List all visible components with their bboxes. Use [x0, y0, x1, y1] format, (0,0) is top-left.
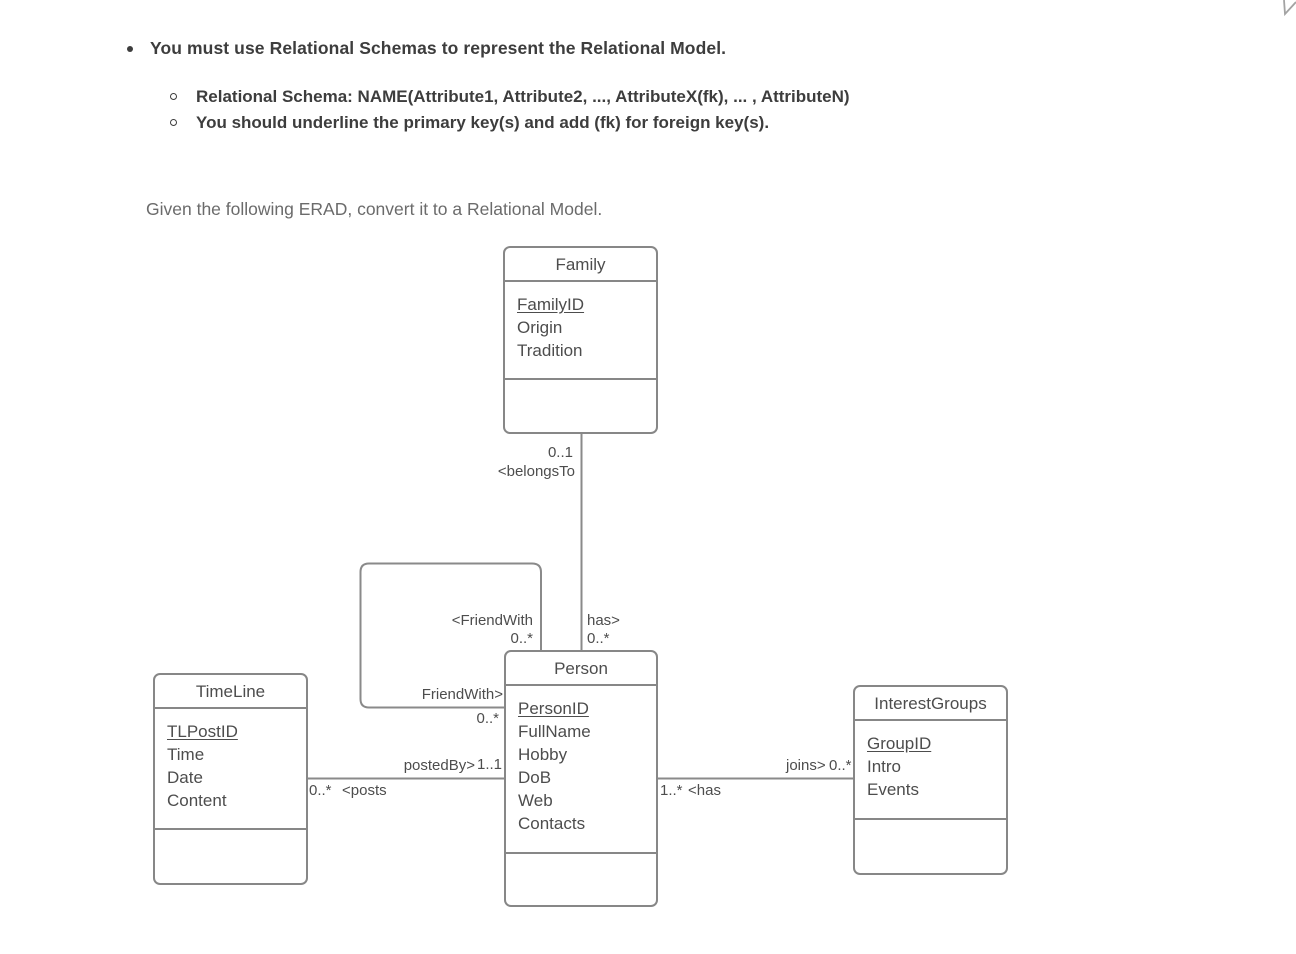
attribute: Contacts	[518, 814, 586, 833]
entity-person: Person PersonID FullName Hobby DoB Web C…	[504, 650, 658, 907]
attribute-pk: GroupID	[867, 734, 932, 753]
entity-family: Family FamilyID Origin Tradition	[503, 246, 658, 434]
entity-title: InterestGroups	[855, 687, 1006, 721]
attribute: Date	[167, 768, 203, 787]
multiplicity-person-has-group: 1..*	[660, 782, 683, 799]
attribute: Intro	[867, 757, 902, 776]
label-friendwith-top: <FriendWith	[451, 612, 533, 629]
multiplicity-friendwith-top: 0..*	[510, 630, 533, 647]
attribute: Events	[867, 780, 919, 799]
sub-bullet-marker	[170, 93, 177, 100]
entity-interestgroups: InterestGroups GroupID Intro Events	[853, 685, 1008, 875]
instruction-sub-schema: Relational Schema: NAME(Attribute1, Attr…	[196, 87, 850, 106]
label-has-group: <has	[688, 782, 721, 799]
entity-empty-compartment	[505, 380, 656, 432]
attribute: DoB	[518, 768, 552, 787]
attribute-pk: FamilyID	[517, 295, 585, 314]
bullet-marker	[127, 46, 133, 52]
attribute: Web	[518, 791, 553, 810]
instruction-sub-keys: You should underline the primary key(s) …	[196, 113, 770, 132]
label-has: has>	[587, 612, 620, 629]
line-friendwith-selfloop	[359, 562, 542, 709]
attribute: FullName	[518, 722, 591, 741]
label-joins: joins>	[786, 757, 826, 774]
label-friendwith-bottom: FriendWith>	[421, 686, 503, 703]
entity-title: Person	[506, 652, 656, 686]
entity-attributes: FamilyID Origin Tradition	[505, 282, 656, 380]
label-belongsto: <belongsTo	[497, 463, 575, 480]
entity-title: TimeLine	[155, 675, 306, 709]
entity-empty-compartment	[855, 820, 1006, 873]
exercise-prompt: Given the following ERAD, convert it to …	[146, 199, 603, 219]
multiplicity-joins: 0..*	[829, 757, 852, 774]
sub-bullet-marker	[170, 119, 177, 126]
entity-title: Family	[505, 248, 656, 282]
multiplicity-person-has: 0..*	[587, 630, 610, 647]
entity-attributes: GroupID Intro Events	[855, 721, 1006, 820]
entity-empty-compartment	[506, 854, 656, 905]
attribute: Time	[167, 745, 205, 764]
attribute-pk: TLPostID	[167, 722, 238, 741]
instruction-main: You must use Relational Schemas to repre…	[150, 38, 727, 58]
attribute: Origin	[517, 318, 563, 337]
attribute: Tradition	[517, 341, 583, 360]
entity-attributes: TLPostID Time Date Content	[155, 709, 306, 830]
attribute: Content	[167, 791, 227, 810]
attribute-pk: PersonID	[518, 699, 589, 718]
multiplicity-postedby: 1..1	[477, 756, 503, 773]
label-postedby: postedBy>	[403, 757, 475, 774]
multiplicity-friendwith-bottom: 0..*	[476, 710, 499, 727]
entity-attributes: PersonID FullName Hobby DoB Web Contacts	[506, 686, 656, 854]
cursor-fragment-icon	[1283, 0, 1296, 17]
attribute: Hobby	[518, 745, 568, 764]
entity-empty-compartment	[155, 830, 306, 883]
label-posts: <posts	[342, 782, 387, 799]
entity-timeline: TimeLine TLPostID Time Date Content	[153, 673, 308, 885]
multiplicity-posts: 0..*	[309, 782, 332, 799]
multiplicity-family-belongsto: 0..1	[547, 444, 573, 461]
